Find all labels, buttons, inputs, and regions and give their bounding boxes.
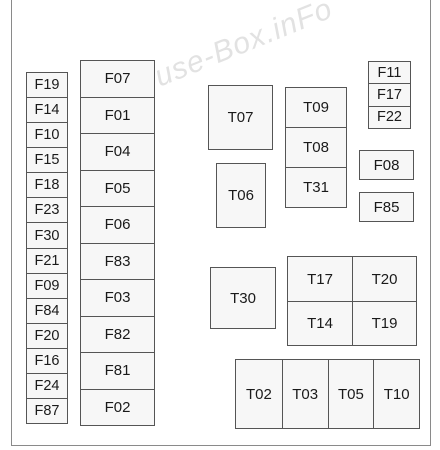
relay-t30: T30 [210,267,276,329]
fuse-second_column-6: F03 [81,279,154,316]
fuse-left_column-4: F18 [27,172,67,197]
relay-grid_2x2-2: T14 [288,301,352,345]
fuse-second_column-0: F07 [104,70,131,88]
fuse-box-outline [11,0,431,446]
relay-t06: T06 [216,163,266,228]
fuse-left_column-13: F87 [27,398,67,423]
fuse-left_column-12: F24 [27,372,67,398]
relay-bottom_row-2: T05 [327,360,374,428]
fuse-left_column-0: F19 [34,77,60,94]
fuse-second_column-1: F01 [81,96,154,134]
fuse-second_column-3: F05 [81,169,154,207]
fuse-left_column-8: F09 [27,272,67,298]
fuse-second_column-8: F81 [81,352,154,389]
relay-t08: T08 [286,127,346,167]
fuse-left_column-6: F30 [27,222,67,247]
relay-grid_2x2-3: T19 [352,301,416,345]
relay-bottom_row-0: T02 [245,385,272,403]
relay-column-t09-t08-t31: T09 T08 T31 [285,87,347,208]
fuse-left_column-9: F84 [27,297,67,323]
fuse-f85: F85 [359,192,414,222]
relay-bottom_row-1: T03 [281,360,328,428]
fuse-left_column-10: F20 [27,322,67,348]
relay-grid_2x2-1: T20 [352,257,416,301]
fuse-right_top_column-0: F11 [377,64,402,81]
relay-t07: T07 [208,85,273,150]
relay-t09: T09 [303,99,329,116]
fuse-second_column-4: F06 [81,206,154,243]
fuse-second_column-5: F83 [81,242,154,280]
relay-t31: T31 [286,167,346,207]
fuse-left_column-7: F21 [27,247,67,273]
fuse-f08: F08 [359,150,414,180]
fuse-second_column-2: F04 [81,133,154,170]
relay-bottom_row-3: T10 [373,360,419,428]
fuse-second_column-7: F82 [81,315,154,353]
fuse-left_column-1: F14 [27,97,67,122]
fuse-second_column-9: F02 [81,388,154,426]
relay-grid_2x2-0: T17 [307,270,333,288]
fuse-left_column-5: F23 [27,197,67,222]
fuse-left_column-11: F16 [27,347,67,373]
fuse-left_column-2: F10 [27,122,67,147]
fuse-right_top_column-2: F22 [369,105,410,128]
fuse-right_top_column-1: F17 [369,83,410,105]
fuse-left_column-3: F15 [27,147,67,172]
